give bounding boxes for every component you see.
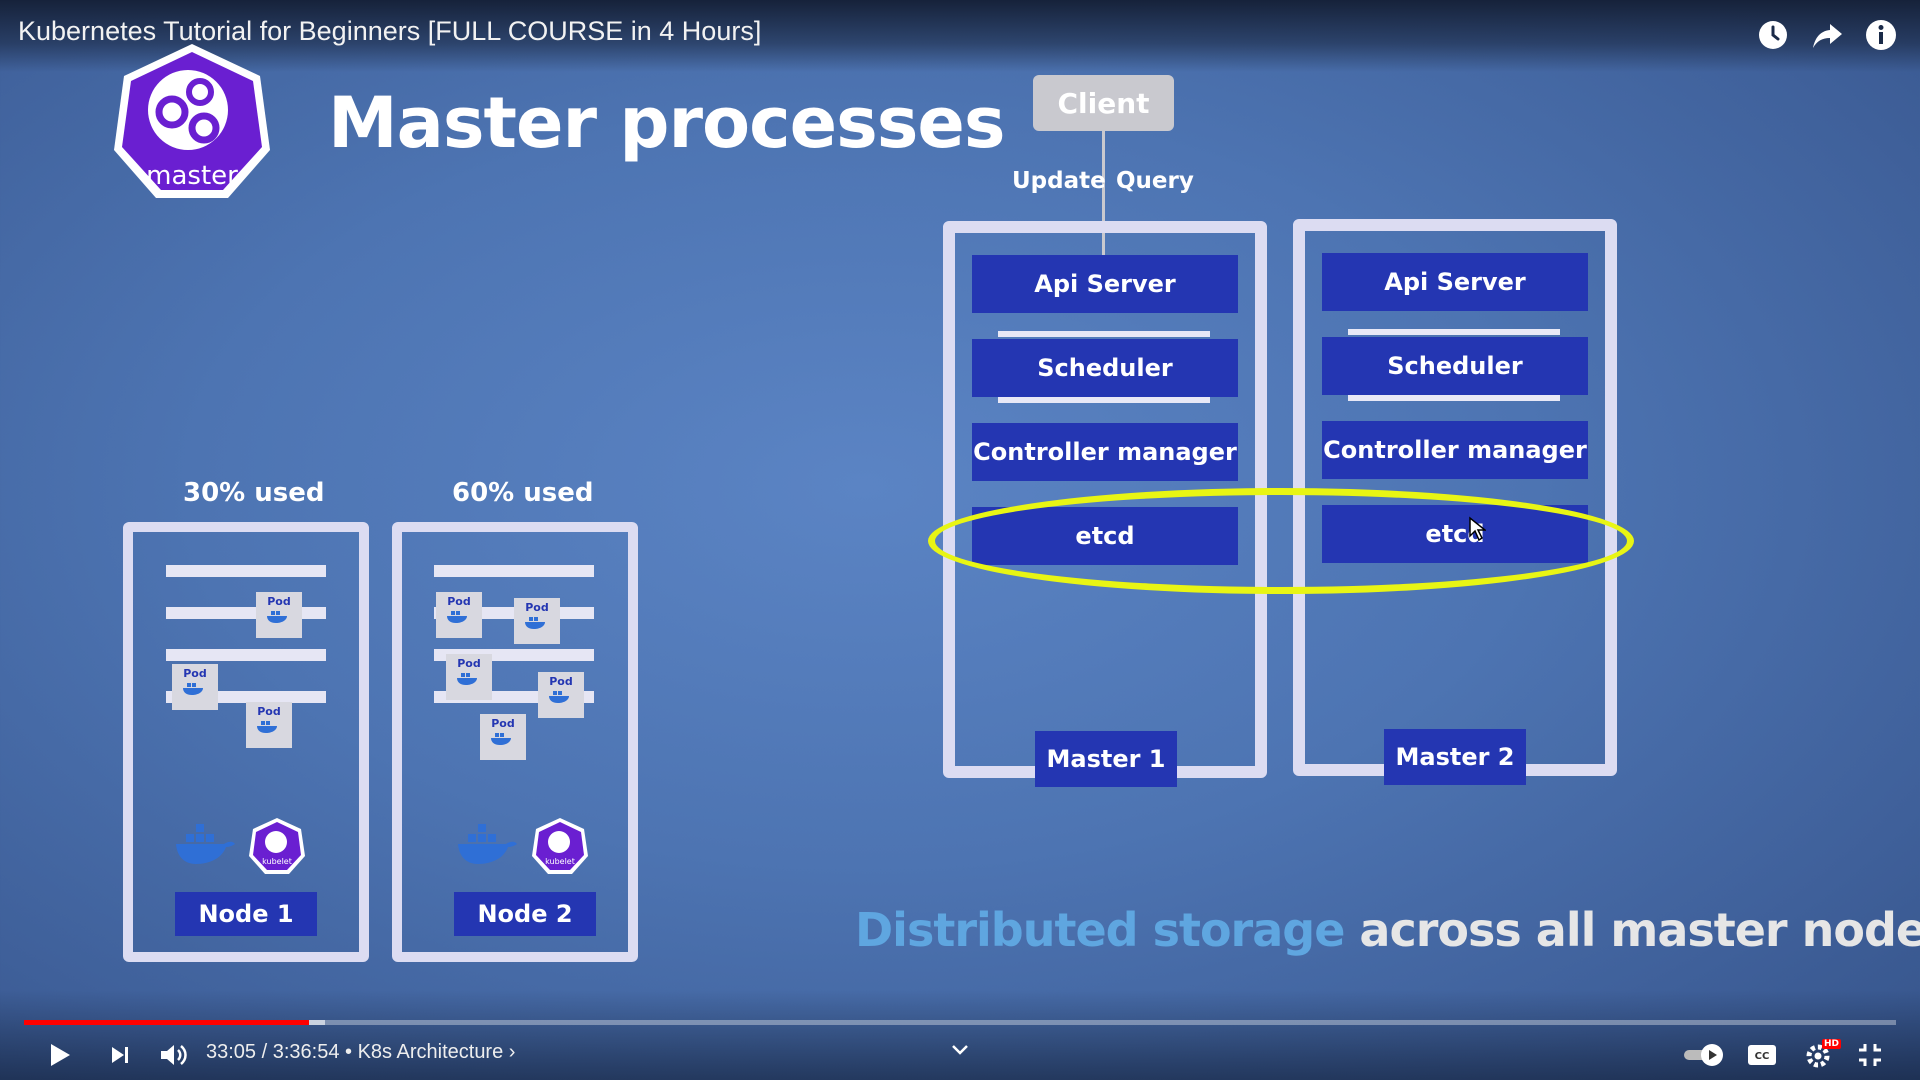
logo-label: master bbox=[146, 161, 238, 191]
node-bar bbox=[434, 565, 594, 577]
master-1-frame bbox=[943, 221, 1267, 778]
player-controls-background bbox=[0, 990, 1920, 1080]
node-bar bbox=[166, 649, 326, 661]
divider bbox=[1348, 395, 1560, 401]
hd-badge: HD bbox=[1822, 1039, 1842, 1049]
pod-icon: Pod bbox=[256, 592, 302, 638]
node-2-label: Node 2 bbox=[454, 892, 596, 936]
docker-whale-icon bbox=[174, 822, 236, 870]
node-2-usage: 60% used bbox=[452, 478, 594, 508]
master-2-controller-manager: Controller manager bbox=[1322, 421, 1588, 479]
expand-chevron-icon[interactable] bbox=[948, 1040, 972, 1060]
svg-text:CC: CC bbox=[1755, 1051, 1770, 1062]
exit-fullscreen-button[interactable] bbox=[1852, 1037, 1888, 1073]
time-display: 33:05 / 3:36:54 • K8s Architecture › bbox=[206, 1041, 515, 1064]
settings-icon bbox=[1806, 1044, 1830, 1068]
separator: • bbox=[345, 1041, 353, 1063]
svg-text:kubelet: kubelet bbox=[545, 857, 575, 866]
node-2-frame bbox=[392, 522, 638, 962]
master-1-controller-manager: Controller manager bbox=[972, 423, 1238, 481]
node-bar bbox=[166, 607, 326, 619]
mouse-cursor-icon bbox=[1468, 516, 1488, 546]
share-icon[interactable] bbox=[1808, 16, 1846, 54]
master-2-scheduler: Scheduler bbox=[1322, 337, 1588, 395]
client-connector bbox=[1102, 131, 1105, 257]
volume-icon bbox=[161, 1045, 187, 1065]
pod-icon: Pod bbox=[172, 664, 218, 710]
pod-icon: Pod bbox=[436, 592, 482, 638]
exit-fullscreen-icon bbox=[1859, 1044, 1881, 1066]
master-logo: master bbox=[110, 40, 275, 205]
divider bbox=[998, 331, 1210, 337]
volume-button[interactable] bbox=[152, 1037, 196, 1073]
info-icon[interactable] bbox=[1862, 16, 1900, 54]
divider bbox=[998, 397, 1210, 403]
caption-rest: across all master nodes bbox=[1359, 903, 1920, 957]
chapter-chevron-icon[interactable]: › bbox=[508, 1041, 516, 1063]
slide-title: Master processes bbox=[328, 82, 1006, 164]
master-2-api-server: Api Server bbox=[1322, 253, 1588, 311]
next-button[interactable] bbox=[100, 1037, 140, 1073]
autoplay-toggle[interactable] bbox=[1680, 1037, 1728, 1073]
play-icon bbox=[51, 1044, 70, 1066]
pod-icon: Pod bbox=[446, 654, 492, 700]
node-1-label: Node 1 bbox=[175, 892, 317, 936]
master-1-label: Master 1 bbox=[1035, 731, 1177, 787]
autoplay-toggle-icon bbox=[1684, 1044, 1723, 1066]
node-bar bbox=[166, 565, 326, 577]
kubelet-icon: kubelet bbox=[530, 816, 590, 880]
pod-icon: Pod bbox=[246, 702, 292, 748]
svg-text:kubelet: kubelet bbox=[262, 857, 292, 866]
etcd-highlight-ellipse bbox=[928, 488, 1634, 594]
query-label: Query bbox=[1116, 168, 1194, 194]
settings-button[interactable]: HD bbox=[1798, 1037, 1842, 1073]
pod-icon: Pod bbox=[514, 598, 560, 644]
watch-later-icon[interactable] bbox=[1754, 16, 1792, 54]
next-icon bbox=[112, 1047, 128, 1063]
gears-icon bbox=[155, 78, 220, 144]
node-1-usage: 30% used bbox=[183, 478, 325, 508]
captions-icon: CC bbox=[1748, 1045, 1776, 1065]
video-title[interactable]: Kubernetes Tutorial for Beginners [FULL … bbox=[18, 16, 762, 46]
docker-whale-icon bbox=[456, 822, 518, 870]
pod-icon: Pod bbox=[480, 714, 526, 760]
time-current-duration: 33:05 / 3:36:54 bbox=[206, 1041, 340, 1063]
caption-highlight: Distributed storage bbox=[855, 903, 1345, 957]
update-label: Update bbox=[1012, 168, 1106, 194]
pod-icon: Pod bbox=[538, 672, 584, 718]
captions-button[interactable]: CC bbox=[1744, 1037, 1780, 1073]
slide-caption: Distributed storage across all master no… bbox=[855, 903, 1920, 957]
progress-played bbox=[24, 1020, 309, 1025]
master-1-scheduler: Scheduler bbox=[972, 339, 1238, 397]
progress-track bbox=[24, 1020, 1896, 1025]
top-bar bbox=[0, 0, 1920, 72]
kubelet-icon: kubelet bbox=[247, 816, 307, 880]
chapter-title[interactable]: K8s Architecture bbox=[357, 1041, 504, 1063]
divider bbox=[1348, 329, 1560, 335]
node-1-frame bbox=[123, 522, 369, 962]
progress-bar[interactable] bbox=[24, 1020, 1896, 1025]
play-button[interactable] bbox=[40, 1037, 80, 1073]
master-1-api-server: Api Server bbox=[972, 255, 1238, 313]
client-box: Client bbox=[1033, 75, 1174, 131]
master-2-label: Master 2 bbox=[1384, 729, 1526, 785]
